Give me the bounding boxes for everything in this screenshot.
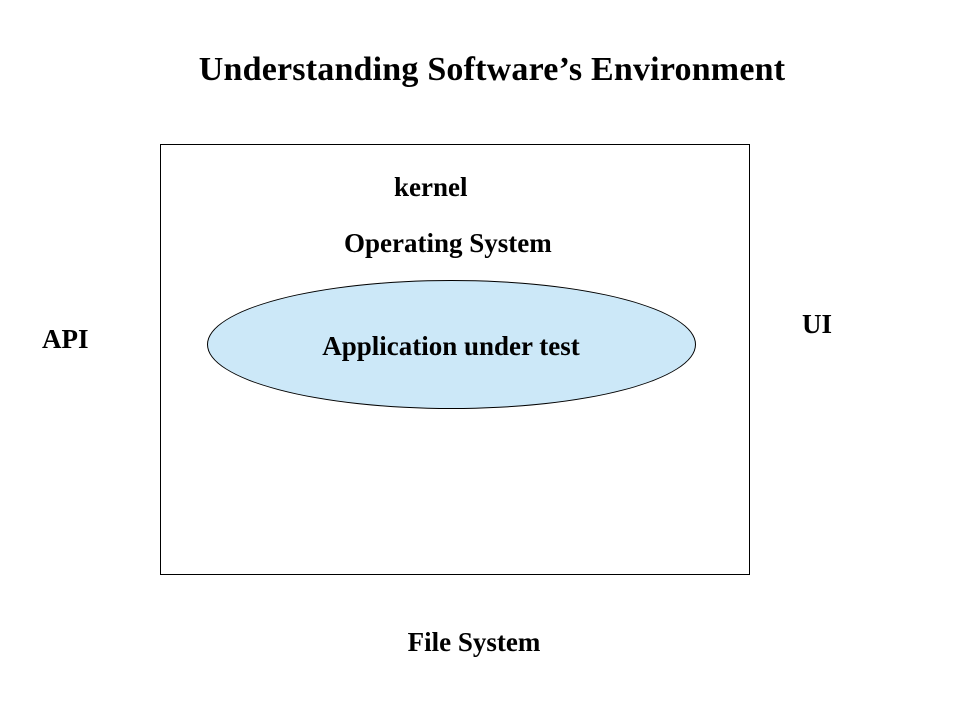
- kernel-label: kernel: [394, 172, 468, 202]
- application-ellipse: [207, 280, 696, 409]
- operating-system-label: Operating System: [344, 228, 552, 258]
- application-label: Application under test: [322, 331, 580, 361]
- diagram-title: Understanding Software’s Environment: [198, 51, 786, 88]
- file-system-label: File System: [407, 627, 541, 657]
- api-label: API: [42, 324, 89, 354]
- ui-label: UI: [802, 309, 833, 339]
- operating-system-box: [160, 144, 750, 575]
